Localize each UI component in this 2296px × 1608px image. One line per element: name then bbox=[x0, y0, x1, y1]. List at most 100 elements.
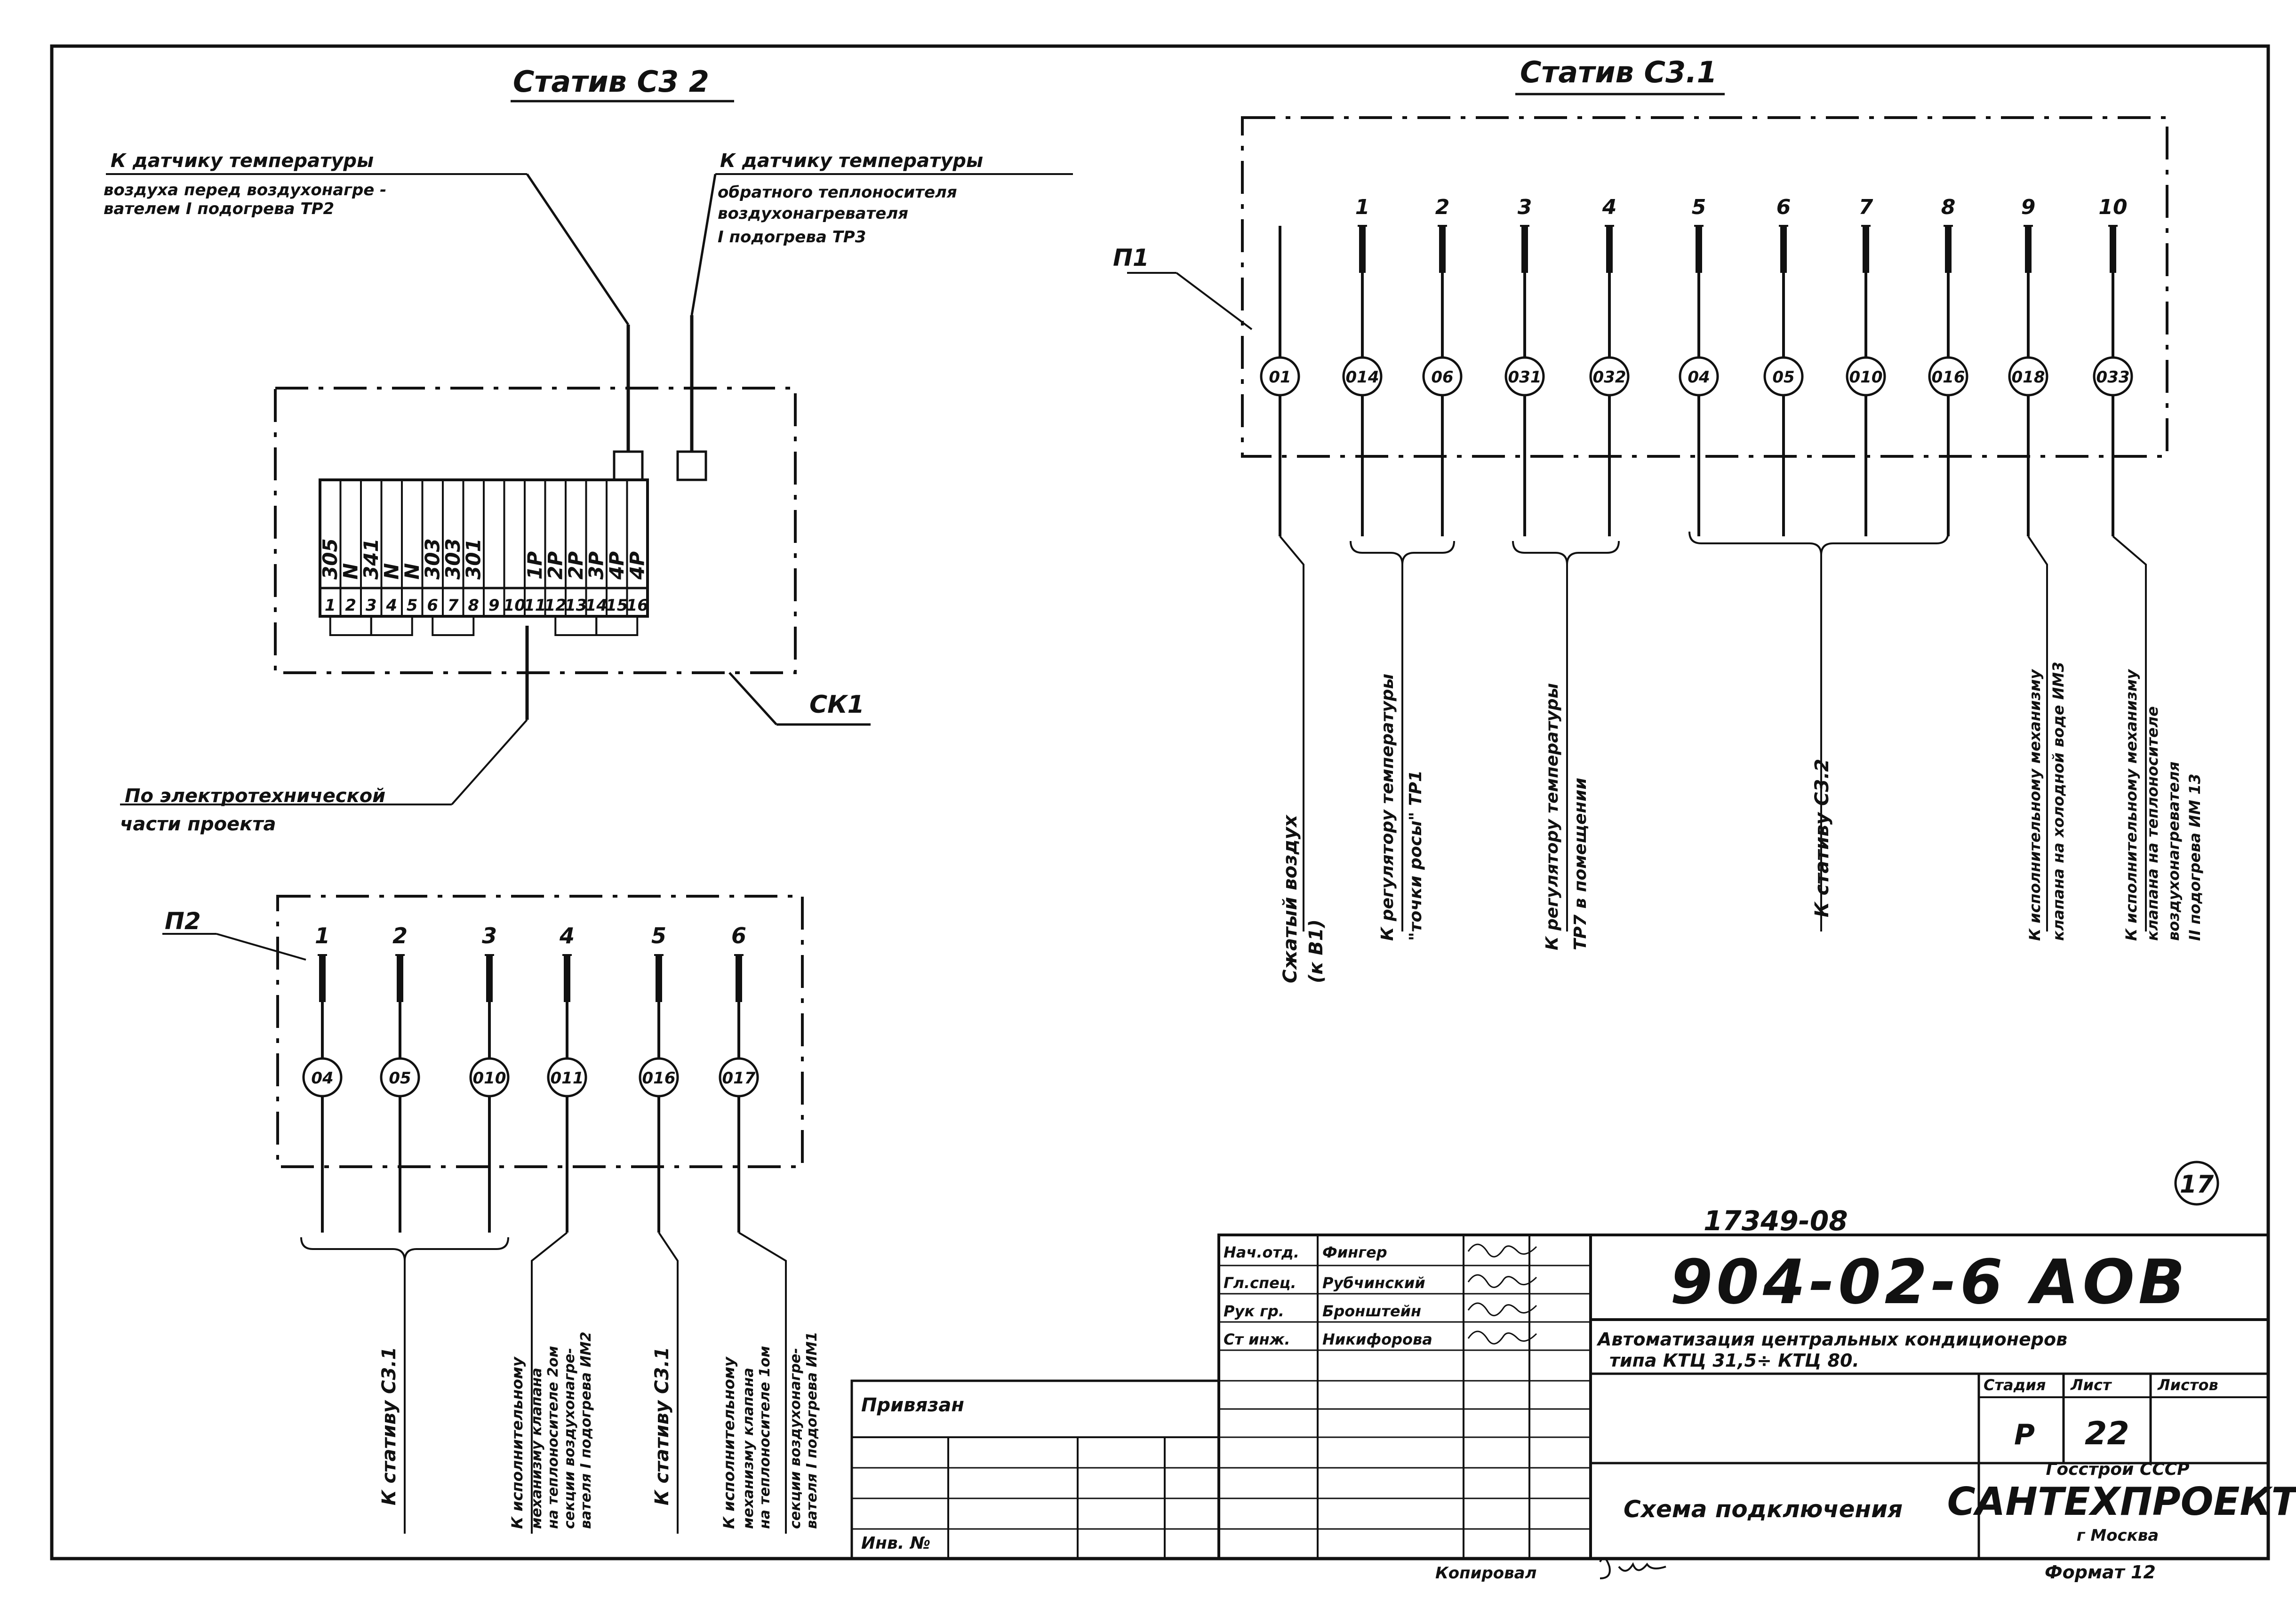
terminal-top-15: 4P bbox=[605, 551, 628, 580]
terminal-top-4: N bbox=[380, 563, 403, 580]
p1-number-10: 10 bbox=[2098, 195, 2127, 219]
sensor-right-line-3: воздухонагревателя bbox=[718, 204, 908, 223]
p1-number-2: 2 bbox=[1435, 195, 1450, 219]
p1-conn-room-2: ТР7 в помещении bbox=[1571, 778, 1590, 950]
p1-circle-label-4: 031 bbox=[1508, 368, 1542, 387]
p1-number-7: 7 bbox=[1859, 195, 1873, 219]
sheet-circle-number: 17 bbox=[2180, 1170, 2214, 1199]
p1-conn-dewpoint-2: "точки росы" ТР1 bbox=[1406, 770, 1425, 941]
p2-conn-im1-1: К исполнительному bbox=[720, 1356, 738, 1529]
inv-label: Инв. № bbox=[861, 1534, 930, 1553]
stage-header: Стадия bbox=[1984, 1376, 2046, 1394]
p2-conn-im1-4: секции воздухонагре- bbox=[787, 1348, 804, 1529]
p1-circle-label-9: 016 bbox=[1932, 368, 1965, 387]
p1-conn-im13-4: II подогрева ИМ 13 bbox=[2186, 774, 2204, 941]
p1-conn-im13-2: клапана на теплоносителе bbox=[2144, 706, 2161, 941]
tb-role-1: Нач.отд. bbox=[1224, 1243, 1299, 1261]
p2-conn-im1-3: на теплоносителе 1ом bbox=[757, 1346, 773, 1529]
p1-number-1: 1 bbox=[1355, 195, 1370, 219]
p1-circle-label-8: 010 bbox=[1849, 368, 1883, 387]
p1-number-4: 4 bbox=[1602, 195, 1617, 219]
tb-name-2: Рубчинский bbox=[1322, 1274, 1425, 1292]
terminal-top-13: 2P bbox=[564, 551, 587, 580]
p2-conn-im2-4: секции воздухонагре- bbox=[561, 1348, 578, 1529]
p2-circle-label-5: 016 bbox=[642, 1069, 676, 1088]
terminal-number-11: 11 bbox=[524, 596, 546, 615]
p2-number-4: 4 bbox=[559, 923, 575, 948]
p1-number-5: 5 bbox=[1692, 195, 1706, 219]
p1-conn-im13-3: воздухонагревателя bbox=[2165, 762, 2183, 941]
electro-note-line-1: По электротехнической bbox=[125, 785, 385, 807]
terminal-top-12: 2P bbox=[544, 551, 567, 580]
sensor-right-line-1: К датчику температуры bbox=[720, 150, 983, 172]
tb-signature-2 bbox=[1467, 1274, 1537, 1288]
format-label: Формат 12 bbox=[2045, 1562, 2156, 1583]
sheet-name: Схема подключения bbox=[1624, 1496, 1903, 1523]
p1-circle-label-11: 033 bbox=[2096, 368, 2130, 387]
sensor-left-line-1: К датчику температуры bbox=[111, 150, 374, 172]
p1-number-8: 8 bbox=[1941, 195, 1956, 219]
org-name: САНТЕХПРОЕКТ bbox=[1947, 1480, 2296, 1524]
rack-c31-section: Статив С3.1 П1 0110142063031403250460570… bbox=[1113, 55, 2204, 983]
sensor-left-line-3: вателем I подогрева ТР2 bbox=[104, 199, 334, 218]
p2-circle-label-4: 011 bbox=[551, 1069, 584, 1088]
terminal-top-14: 3P bbox=[584, 551, 608, 580]
p1-conn-im3-1: К исполнительному механизму bbox=[2026, 669, 2044, 941]
p1-conn-air-2: (к В1) bbox=[1305, 919, 1327, 983]
terminal-number-6: 6 bbox=[427, 596, 438, 615]
terminal-top-2: N bbox=[339, 563, 362, 580]
project-title-line-2: типа КТЦ 31,5÷ КТЦ 80. bbox=[1609, 1350, 1859, 1371]
p1-circle-label-7: 05 bbox=[1772, 368, 1794, 387]
terminal-number-4: 4 bbox=[385, 596, 397, 615]
p1-conn-air-1: Сжатый воздух bbox=[1280, 814, 1301, 983]
rack-c32-title: Статив С3 2 bbox=[513, 64, 709, 99]
order-number: 17349-08 bbox=[1704, 1205, 1848, 1237]
p1-circle-label-3: 06 bbox=[1431, 368, 1453, 387]
terminal-number-1: 1 bbox=[325, 596, 336, 615]
org-city: г Москва bbox=[2077, 1526, 2159, 1545]
terminal-top-7: 303 bbox=[441, 538, 464, 580]
tb-role-4: Ст инж. bbox=[1224, 1330, 1290, 1348]
sheet-header: Лист bbox=[2070, 1376, 2112, 1394]
rack-c31-title: Статив С3.1 bbox=[1520, 55, 1717, 89]
copied-label: Копировал bbox=[1435, 1564, 1537, 1583]
tb-name-1: Фингер bbox=[1322, 1243, 1387, 1261]
rack-c32-section: Статив С3 2 К датчику температуры воздух… bbox=[104, 64, 1073, 835]
p1-label: П1 bbox=[1113, 244, 1149, 271]
p1-circle-label-6: 04 bbox=[1688, 368, 1710, 387]
p2-number-3: 3 bbox=[482, 923, 497, 948]
terminal-number-16: 16 bbox=[626, 596, 648, 615]
p1-conn-im13-1: К исполнительному механизму bbox=[2122, 669, 2140, 941]
ck1-label: СК1 bbox=[809, 691, 864, 719]
document-designation: 904-02-6 АОВ bbox=[1670, 1246, 2189, 1318]
p2-number-2: 2 bbox=[392, 923, 408, 948]
p2-conn-im2-5: вателя I подогрева ИМ2 bbox=[578, 1332, 594, 1529]
p1-circle-label-5: 032 bbox=[1593, 368, 1626, 387]
p2-circle-label-1: 04 bbox=[311, 1069, 333, 1088]
terminal-number-5: 5 bbox=[407, 596, 418, 615]
sensor-left-line-2: воздуха перед воздухонагре - bbox=[104, 181, 386, 199]
p1-number-9: 9 bbox=[2021, 195, 2036, 219]
sheet-value: 22 bbox=[2085, 1415, 2129, 1452]
tb-signature-3 bbox=[1467, 1302, 1537, 1316]
terminal-top-16: 4P bbox=[625, 551, 648, 580]
tb-name-4: Никифорова bbox=[1322, 1330, 1432, 1348]
tb-name-3: Бронштейн bbox=[1322, 1302, 1421, 1320]
p2-circle-label-3: 010 bbox=[473, 1069, 506, 1088]
p2-conn-rack-c31-a: К стативу С3.1 bbox=[378, 1347, 400, 1505]
tb-signature-1 bbox=[1467, 1243, 1537, 1258]
p2-circle-label-2: 05 bbox=[389, 1069, 411, 1088]
bound-label: Привязан bbox=[861, 1394, 964, 1416]
terminal-top-3: 341 bbox=[360, 538, 383, 580]
p1-conn-room-1: К регулятору температуры bbox=[1543, 683, 1562, 950]
terminal-top-5: N bbox=[400, 563, 424, 580]
p1-number-6: 6 bbox=[1776, 195, 1791, 219]
sensor-right-line-4: I подогрева ТР3 bbox=[718, 228, 866, 247]
org-ministry: Госстрой СССР bbox=[2046, 1460, 2189, 1479]
p2-conn-im1-2: механизму клапана bbox=[740, 1368, 757, 1529]
p2-conn-im1-5: вателя I подогрева ИМ1 bbox=[804, 1332, 820, 1529]
